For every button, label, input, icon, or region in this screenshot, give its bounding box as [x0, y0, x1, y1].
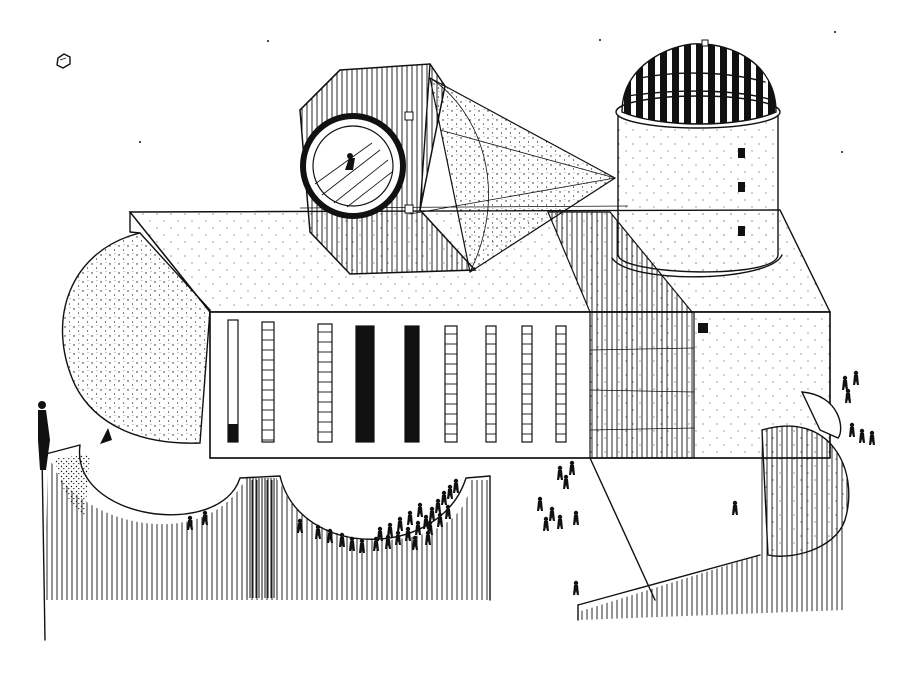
- people-figures: [187, 370, 875, 595]
- person-figure: [437, 512, 443, 527]
- right-curved-wall: [577, 391, 850, 621]
- person-figure: [412, 535, 418, 550]
- ribbed-dome: [621, 39, 777, 125]
- person-figure: [425, 530, 431, 545]
- person-figure: [435, 498, 441, 513]
- person-figure: [849, 422, 855, 437]
- window-slot: [317, 323, 333, 443]
- person-figure: [297, 518, 303, 533]
- person-figure: [573, 510, 579, 525]
- window-slot: [355, 325, 375, 443]
- person-figure: [202, 510, 208, 525]
- person-figure: [869, 430, 875, 445]
- person-figure: [423, 514, 429, 529]
- person-figure: [387, 522, 393, 537]
- person-figure: [377, 526, 383, 541]
- person-figure: [842, 375, 848, 390]
- projection-cone: [299, 76, 629, 273]
- person-figure: [349, 536, 355, 551]
- person-figure: [537, 496, 543, 511]
- window-slot: [404, 325, 420, 443]
- person-figure: [732, 500, 738, 515]
- facade-window-slots: [227, 319, 567, 443]
- person-figure: [859, 428, 865, 443]
- octagonal-camera-volume: [299, 63, 477, 275]
- person-figure: [339, 532, 345, 547]
- person-figure: [187, 515, 193, 530]
- person-figure: [569, 460, 575, 475]
- main-building-facade: [209, 311, 831, 459]
- small-square-window: [698, 323, 708, 333]
- person-figure: [359, 538, 365, 553]
- tower-windows: [738, 148, 745, 236]
- person-figure: [405, 526, 411, 541]
- person-figure: [845, 388, 851, 403]
- person-figure: [315, 524, 321, 539]
- bamboo-screen-facade: [589, 311, 695, 459]
- person-figure: [397, 516, 403, 531]
- person-figure: [407, 510, 413, 525]
- person-figure: [417, 502, 423, 517]
- left-curved-wall: [41, 444, 491, 641]
- person-figure: [373, 536, 379, 551]
- person-figure: [447, 484, 453, 499]
- person-figure: [557, 514, 563, 529]
- person-figure: [445, 504, 451, 519]
- person-figure: [327, 528, 333, 543]
- standing-figure-left: [38, 401, 112, 470]
- person-figure: [429, 506, 435, 521]
- window-slot: [261, 321, 275, 443]
- pebble-mark: [56, 53, 71, 69]
- window-slot: [227, 319, 239, 443]
- person-figure: [453, 478, 459, 493]
- person-figure: [573, 580, 579, 595]
- person-figure: [557, 465, 563, 480]
- person-figure: [395, 530, 401, 545]
- person-figure: [853, 370, 859, 385]
- person-figure: [415, 520, 421, 535]
- person-figure: [563, 474, 569, 489]
- person-figure: [543, 516, 549, 531]
- person-figure: [549, 506, 555, 521]
- person-figure: [441, 490, 447, 505]
- left-hemispherical-dome: [61, 232, 211, 444]
